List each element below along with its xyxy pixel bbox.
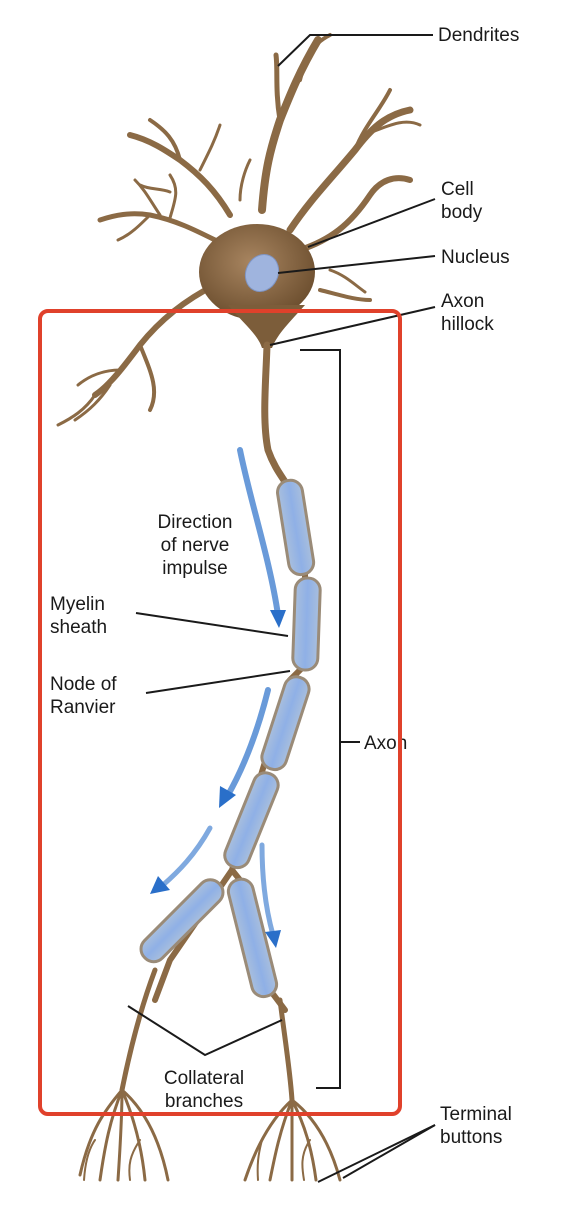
leader-lines xyxy=(127,34,436,1183)
label-collateral-line2: branches xyxy=(165,1091,243,1112)
myelin-segment xyxy=(226,877,279,999)
nucleus xyxy=(244,254,280,292)
axon-initial-segment xyxy=(261,341,294,494)
myelin-segment xyxy=(260,675,311,772)
label-axon-hillock-line1: Axon xyxy=(441,291,484,312)
label-myelin-line1: Myelin xyxy=(50,594,105,615)
impulse-arrows xyxy=(150,447,286,948)
label-cell-body-line2: body xyxy=(441,202,483,223)
label-direction-line2: of nerve xyxy=(161,535,230,556)
myelin-segment xyxy=(139,878,225,964)
label-direction-line1: Direction xyxy=(158,512,233,533)
dendrites xyxy=(56,33,422,427)
label-node-line1: Node of xyxy=(50,674,117,695)
labels: Dendrites Cell body Nucleus Axon hillock… xyxy=(50,25,519,1148)
label-dendrites: Dendrites xyxy=(438,25,519,46)
label-axon: Axon xyxy=(364,733,407,754)
label-direction-line3: impulse xyxy=(162,558,227,579)
myelin-segment xyxy=(291,576,322,672)
label-terminal-line2: buttons xyxy=(440,1127,502,1148)
myelin-segment xyxy=(223,771,280,870)
myelin-sheaths xyxy=(139,478,322,999)
label-collateral-line1: Collateral xyxy=(164,1068,244,1089)
label-cell-body-line1: Cell xyxy=(441,179,474,200)
label-myelin-line2: sheath xyxy=(50,617,107,638)
label-terminal-line1: Terminal xyxy=(440,1104,512,1125)
myelin-segment xyxy=(276,478,316,577)
label-axon-hillock-line2: hillock xyxy=(441,314,494,335)
label-nucleus: Nucleus xyxy=(441,247,510,268)
axon-hillock xyxy=(228,305,305,348)
highlight-box xyxy=(38,309,402,1116)
label-node-line2: Ranvier xyxy=(50,697,116,718)
terminal-branches xyxy=(78,967,342,1182)
